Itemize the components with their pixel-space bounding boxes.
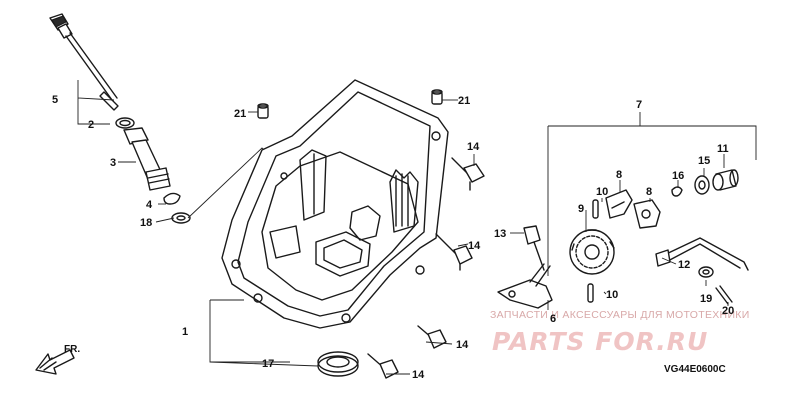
- front-label: FR.: [64, 344, 80, 355]
- callout-2: 2: [88, 119, 94, 131]
- callout-14-middle: 14: [468, 240, 481, 252]
- governor-holder-plate: [497, 263, 553, 309]
- diagram-code: VG44E0600C: [664, 364, 726, 375]
- callout-21-left: 21: [234, 108, 246, 120]
- front-arrow-icon: [35, 349, 75, 375]
- callout-8-left: 8: [616, 169, 622, 181]
- callout-5: 5: [52, 94, 58, 106]
- thrust-washer: [694, 175, 710, 195]
- callout-18: 18: [140, 217, 152, 229]
- callout-4: 4: [146, 199, 153, 211]
- flange-bolt-middle: [435, 233, 473, 271]
- callout-12: 12: [678, 259, 690, 271]
- dipstick: [49, 13, 119, 111]
- callout-13: 13: [494, 228, 506, 240]
- flange-bolt-bottom: [367, 353, 399, 379]
- flange-bolt-lower: [417, 325, 447, 349]
- callout-14-lower: 14: [456, 339, 469, 351]
- retainer-clip: [671, 186, 683, 197]
- callout-6: 6: [550, 313, 556, 325]
- callout-19: 19: [700, 293, 712, 305]
- governor-gear: [569, 229, 615, 275]
- flange-bolt-upper: [451, 157, 485, 191]
- callout-11: 11: [717, 143, 729, 155]
- governor-pin-upper: [592, 199, 599, 219]
- callout-14-bottom: 14: [412, 369, 425, 381]
- governor-weight-left: [605, 189, 633, 219]
- callout-10-lower: 10: [606, 289, 618, 301]
- governor-pin-lower: [587, 283, 594, 303]
- callout-20: 20: [722, 305, 734, 317]
- callout-15: 15: [698, 155, 710, 167]
- callout-8-right: 8: [646, 186, 652, 198]
- callout-17: 17: [262, 358, 274, 370]
- governor-weight-right: [633, 199, 661, 229]
- callout-21-right: 21: [458, 95, 470, 107]
- arm-pin: [715, 285, 733, 305]
- callout-1: 1: [182, 326, 188, 338]
- callout-7: 7: [636, 99, 642, 111]
- governor-slider: [712, 169, 739, 191]
- arm-washer: [698, 266, 714, 278]
- watermark-logo: PARTS FOR.RU: [492, 327, 708, 356]
- callout-16: 16: [672, 170, 684, 182]
- callout-9: 9: [578, 203, 584, 215]
- clip: [163, 192, 181, 205]
- dowel-pin-left: [257, 103, 269, 119]
- governor-arm-shaft: [655, 237, 749, 271]
- governor-bolt: [523, 225, 545, 271]
- callout-10-upper: 10: [596, 186, 608, 198]
- washer: [171, 212, 191, 224]
- oil-filler-tube: [123, 127, 171, 191]
- oil-seal: [317, 351, 359, 377]
- dowel-pin-right: [431, 89, 443, 105]
- callout-3: 3: [110, 157, 116, 169]
- crankcase-cover: [221, 79, 449, 329]
- callout-14-upper: 14: [467, 141, 480, 153]
- watermark-text: ЗАПЧАСТИ И АКСЕССУАРЫ ДЛЯ МОТОТЕХНИКИ: [490, 309, 750, 321]
- o-ring: [115, 117, 135, 129]
